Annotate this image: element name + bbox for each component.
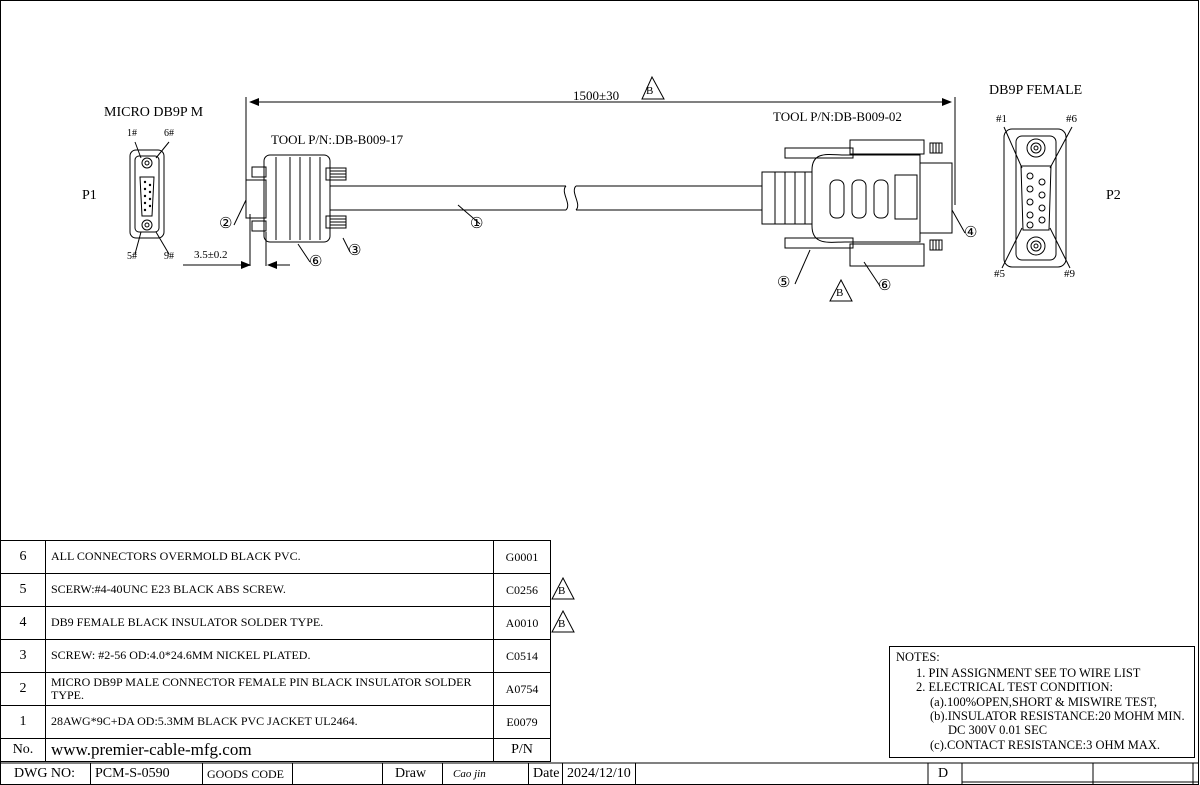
table-row: 6 ALL CONNECTORS OVERMOLD BLACK PVC. G00…	[0, 540, 551, 574]
bom-part-number: E0079	[493, 705, 551, 739]
bom-description: 28AWG*9C+DA OD:5.3MM BLACK PVC JACKET UL…	[45, 705, 494, 739]
note-line: 1. PIN ASSIGNMENT SEE TO WIRE LIST	[916, 666, 1141, 680]
balloon-2: ②	[219, 216, 233, 232]
bom-no: 1	[0, 705, 46, 739]
p1-pin-5-label: 5#	[127, 251, 137, 262]
p2-pin-5-label: #5	[994, 268, 1005, 280]
bom-no: 4	[0, 606, 46, 640]
note-line: (c).CONTACT RESISTANCE:3 OHM MAX.	[930, 738, 1161, 752]
balloon-6: ⑥	[878, 278, 892, 294]
notes-box: NOTES: 1. PIN ASSIGNMENT SEE TO WIRE LIS…	[889, 646, 1195, 758]
bom-part-number: G0001	[493, 540, 551, 574]
p2-tool-pn: TOOL P/N:DB-B009-02	[773, 109, 902, 124]
balloon-1: ①	[470, 216, 484, 232]
dwg-no-label: DWG NO:	[14, 766, 76, 781]
dwg-no: PCM-S-0590	[90, 763, 202, 785]
p2-side-view	[761, 139, 953, 267]
note-line: (b).INSULATOR RESISTANCE:20 MOHM MIN.	[930, 709, 1185, 723]
goods-code-label: GOODS CODE	[202, 763, 292, 785]
table-row: 1 28AWG*9C+DA OD:5.3MM BLACK PVC JACKET …	[0, 705, 551, 739]
balloon-leaders	[183, 199, 966, 287]
revision-letter: B	[558, 618, 566, 630]
bom-header-pn: P/N	[493, 738, 551, 762]
revision-triangle-bom-5	[551, 576, 575, 600]
length-dimension	[245, 97, 956, 205]
date-label: Date	[528, 763, 562, 785]
title-block-lines	[0, 762, 1199, 785]
p2-connector-name: DB9P FEMALE	[989, 83, 1083, 98]
balloon-5: ⑤	[777, 275, 791, 291]
revision-triangle-1	[641, 75, 665, 100]
balloon-3: ③	[348, 243, 362, 259]
p2-front-view	[1001, 126, 1073, 269]
company-website: www.premier-cable-mfg.com	[45, 738, 494, 762]
bom-part-number: C0256	[493, 573, 551, 607]
p1-tool-pn: TOOL P/N:.DB-B009-17	[271, 132, 404, 147]
date-value: 2024/12/10	[562, 763, 636, 785]
p1-side-view	[245, 154, 347, 266]
p1-connector-name: MICRO DB9P M	[104, 105, 204, 120]
bom-description: MICRO DB9P MALE CONNECTOR FEMALE PIN BLA…	[45, 672, 494, 706]
drawer-signature: Cao jin	[442, 763, 528, 785]
bom-no: 6	[0, 540, 46, 574]
revision-code: D	[938, 766, 949, 781]
notes-title: NOTES:	[896, 650, 940, 664]
bom-no: 5	[0, 573, 46, 607]
table-row: 2 MICRO DB9P MALE CONNECTOR FEMALE PIN B…	[0, 672, 551, 706]
note-line: DC 300V 0.01 SEC	[948, 723, 1048, 737]
revision-triangle-2	[829, 278, 853, 302]
p2-pin-9-label: #9	[1064, 268, 1075, 280]
bom-description: DB9 FEMALE BLACK INSULATOR SOLDER TYPE.	[45, 606, 494, 640]
revision-letter: B	[558, 585, 566, 597]
p2-pin-6-label: #6	[1066, 113, 1077, 125]
revision-triangle-bom-4	[551, 609, 575, 633]
bom-table: 6 ALL CONNECTORS OVERMOLD BLACK PVC. G00…	[0, 540, 551, 762]
bom-part-number: C0514	[493, 639, 551, 673]
note-line: 2. ELECTRICAL TEST CONDITION:	[916, 680, 1113, 694]
table-row: 5 SCERW:#4-40UNC E23 BLACK ABS SCREW. C0…	[0, 573, 551, 607]
p2-pin-1-label: #1	[996, 113, 1007, 125]
revision-letter: B	[836, 287, 844, 299]
p1-pin-6-label: 6#	[164, 128, 174, 139]
p1-end-label: P1	[82, 188, 97, 203]
draw-label: Draw	[382, 763, 442, 785]
bom-header-row: No. www.premier-cable-mfg.com P/N	[0, 738, 551, 762]
bom-no: 2	[0, 672, 46, 706]
p2-end-label: P2	[1106, 188, 1121, 203]
note-line: (a).100%OPEN,SHORT & MISWIRE TEST,	[930, 695, 1158, 709]
bom-part-number: A0010	[493, 606, 551, 640]
bom-description: SCERW:#4-40UNC E23 BLACK ABS SCREW.	[45, 573, 494, 607]
cable	[330, 185, 762, 211]
bom-no: 3	[0, 639, 46, 673]
length-dimension-label: 1500±30	[573, 88, 620, 103]
bom-header-no: No.	[0, 738, 46, 762]
p1-front-view	[129, 141, 170, 255]
title-block: DWG NO: PCM-S-0590 GOODS CODE Draw Cao j…	[0, 763, 1200, 785]
bom-description: ALL CONNECTORS OVERMOLD BLACK PVC.	[45, 540, 494, 574]
table-row: 4 DB9 FEMALE BLACK INSULATOR SOLDER TYPE…	[0, 606, 551, 640]
goods-code-value	[292, 763, 382, 785]
p1-offset-dimension: 3.5±0.2	[194, 249, 228, 261]
p1-pin-9-label: 9#	[164, 251, 174, 262]
balloon-4: ④	[964, 225, 978, 241]
balloon-6: ⑥	[309, 254, 323, 270]
table-row: 3 SCREW: #2-56 OD:4.0*24.6MM NICKEL PLAT…	[0, 639, 551, 673]
revision-letter: B	[646, 85, 654, 97]
p1-pin-1-label: 1#	[127, 128, 137, 139]
bom-description: SCREW: #2-56 OD:4.0*24.6MM NICKEL PLATED…	[45, 639, 494, 673]
bom-part-number: A0754	[493, 672, 551, 706]
